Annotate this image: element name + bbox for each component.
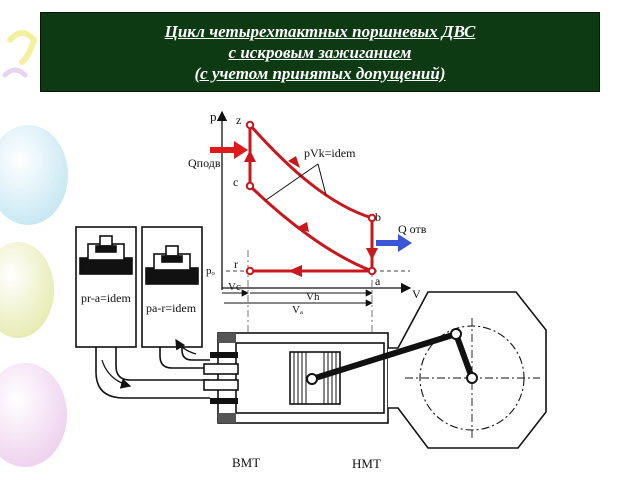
point-r: r [234, 257, 238, 271]
q-out-arrow-icon [376, 234, 412, 252]
title-line-3: (с учетом принятых допущений) [194, 63, 446, 83]
cycle-curve [248, 123, 374, 273]
arrow-down-icon [366, 248, 378, 260]
dimension-lines [222, 289, 373, 307]
title-line-1: Цикл четырехтактных поршневых ДВС [164, 21, 476, 41]
intake-receiver [141, 226, 203, 348]
tdc-label: ВМТ [232, 455, 260, 470]
engine-sketch: pr-a=idem pa-r=idem [75, 226, 547, 449]
point-b: b [375, 210, 381, 224]
cycle-points [245, 120, 377, 276]
balloon-yellow [0, 242, 54, 338]
pv-diagram: p V z c b r a [188, 109, 427, 420]
p-axis-label: p [210, 109, 217, 124]
process-label: pVk=idem [304, 146, 356, 160]
vc-label: Vc [228, 281, 241, 293]
arrow-up-icon [244, 150, 256, 162]
title-line-2: с искровым зажиганием [228, 42, 412, 62]
connecting-rod [311, 331, 457, 382]
q-in-arrow-icon [210, 141, 248, 159]
v-axis-label: V [412, 287, 421, 301]
vh-label: Vh [306, 291, 320, 303]
p0-label: pₒ [206, 265, 215, 277]
arrow-expand-icon [288, 156, 300, 168]
expansion-line [248, 123, 374, 220]
point-a: a [375, 274, 381, 288]
va-label: Vₐ [292, 304, 303, 316]
bdc-label: НМТ [352, 456, 381, 471]
intake-receiver-label: pa-r=idem [146, 301, 197, 315]
compression-line [248, 184, 374, 273]
point-c: c [233, 175, 238, 189]
q-in-label: Qподв [188, 156, 221, 170]
balloon-pink [0, 363, 67, 467]
arrow-compress-icon [296, 222, 309, 232]
q-out-label: Q отв [398, 222, 427, 236]
crank-arm [453, 332, 475, 380]
title-banner: Цикл четырехтактных поршневых ДВС с искр… [40, 12, 600, 92]
exhaust-receiver-label: pr-a=idem [81, 291, 132, 305]
point-z: z [236, 113, 241, 127]
arrow-left-icon [288, 265, 302, 277]
balloon-blue [0, 125, 68, 225]
